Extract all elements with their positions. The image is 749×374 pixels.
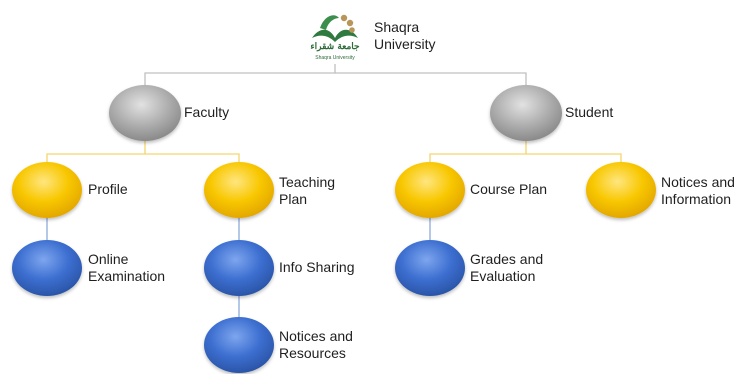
root-title: Shaqra University (374, 19, 436, 52)
faculty-label: Faculty (184, 104, 230, 120)
student-node-circle[interactable] (490, 85, 562, 141)
notices-resources-node-circle[interactable] (204, 317, 274, 373)
student-label: Student (565, 104, 614, 120)
online-examination-node-circle[interactable] (12, 240, 82, 296)
university-logo (312, 14, 358, 42)
logo-english-text: Shaqra University (315, 55, 355, 61)
notices-information-label: Notices and Information (661, 174, 735, 207)
faculty-node-circle[interactable] (109, 85, 181, 141)
course-plan-label: Course Plan (470, 181, 548, 197)
grades-evaluation-node-circle[interactable] (395, 240, 465, 296)
info-sharing-node-circle[interactable] (204, 240, 274, 296)
teaching-plan-label: Teaching Plan (279, 174, 336, 207)
connectors-level3 (46, 216, 431, 318)
info-sharing-label: Info Sharing (279, 259, 355, 275)
notices-information-node-circle[interactable] (586, 162, 656, 218)
book-leaf-icon (312, 14, 358, 42)
course-plan-node-circle[interactable] (395, 162, 465, 218)
profile-label: Profile (88, 181, 128, 197)
connectors-level1 (144, 64, 527, 87)
grades-evaluation-label: Grades and Evaluation (470, 251, 544, 284)
connectors-level2 (46, 140, 622, 164)
online-examination-label: Online Examination (88, 251, 166, 284)
logo-arabic-text: جامعة شقراء (310, 42, 360, 52)
notices-resources-label: Notices and Resources (279, 328, 353, 361)
teaching-plan-node-circle[interactable] (204, 162, 274, 218)
profile-node-circle[interactable] (12, 162, 82, 218)
